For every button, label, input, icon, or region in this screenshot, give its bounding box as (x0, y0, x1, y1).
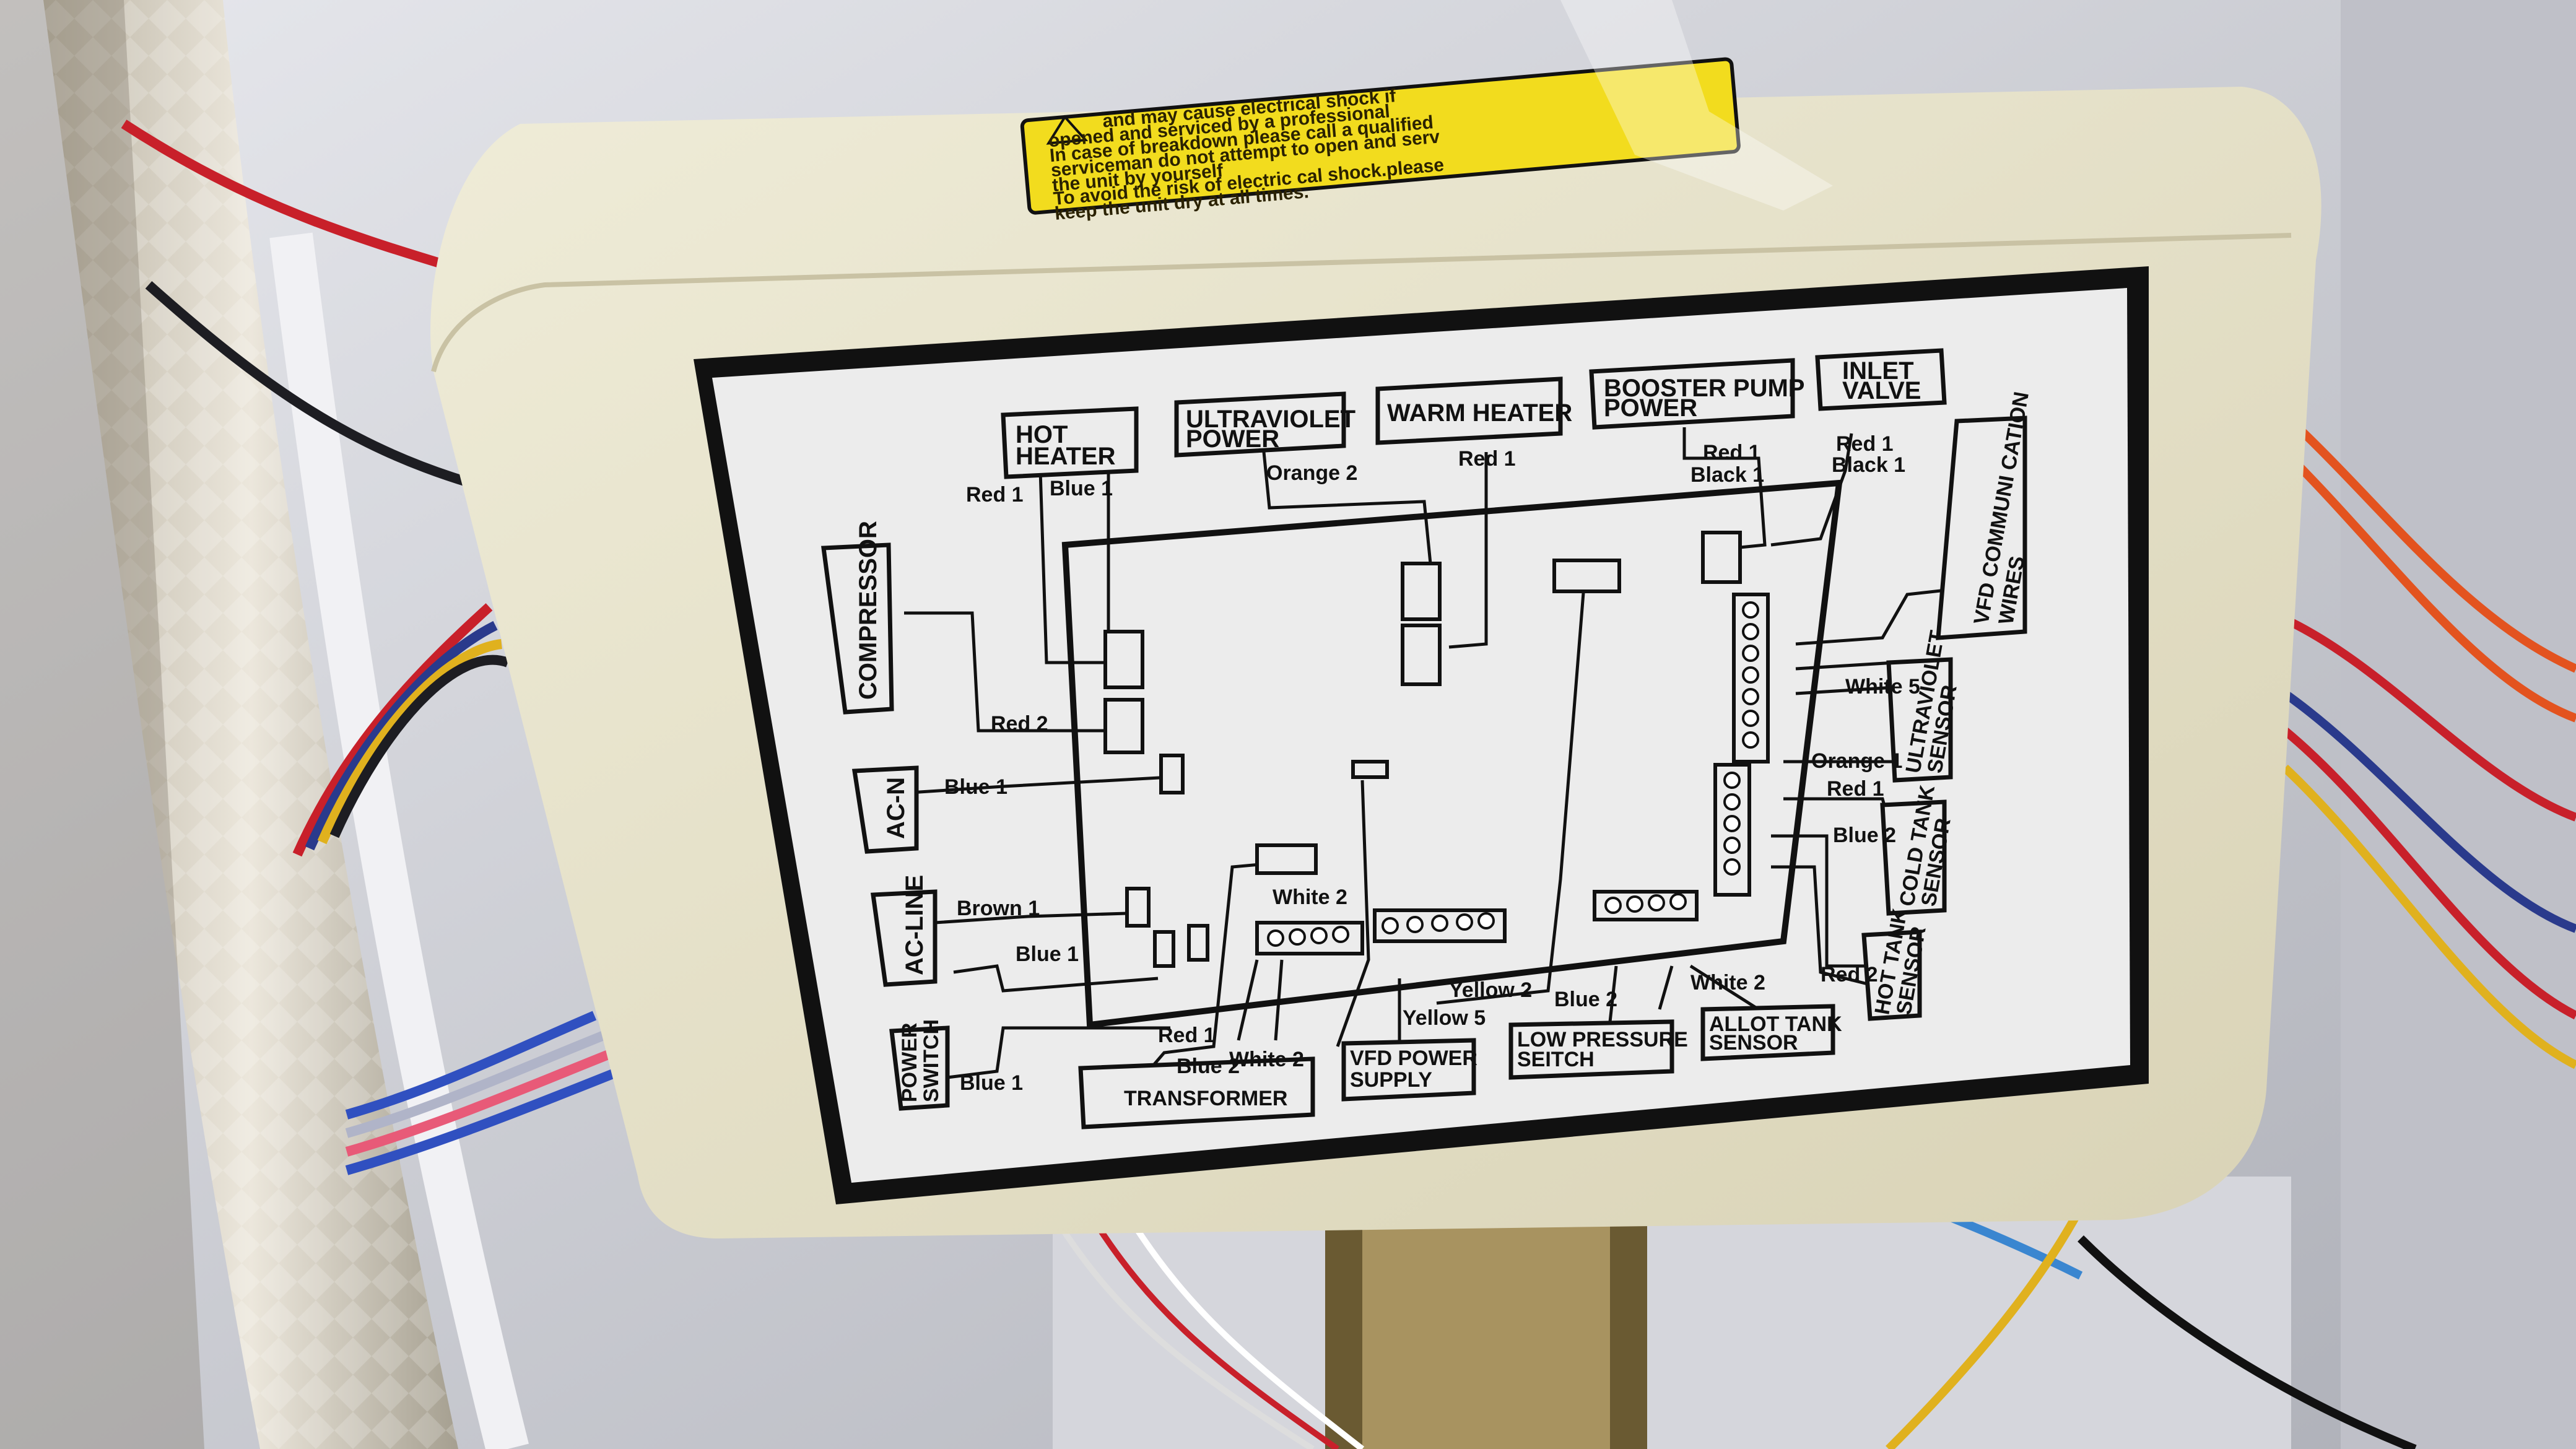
hot-heater-label-2: HEATER (1016, 443, 1116, 470)
warm-heater-label: WARM HEATER (1387, 399, 1572, 427)
wire-tr-white: White 2 (1229, 1048, 1304, 1071)
control-board-outline (1061, 479, 1843, 1029)
booster-pump-label: BOOSTER PUMP (1604, 375, 1804, 402)
wire-acline-blue: Blue 1 (1016, 942, 1079, 966)
transformer-label: TRANSFORMER (1124, 1087, 1287, 1110)
wiring-diagram-sticker: HOT HEATER ULTRAVIOLET POWER WARM HEATER… (694, 266, 2149, 1204)
wire-lp-blue: Blue 2 (1554, 988, 1617, 1011)
allot-tank-label-2: SENSOR (1709, 1031, 1798, 1055)
warning-triangle-icon (1046, 115, 1089, 145)
low-pressure-label: LOW PRESSURE (1517, 1028, 1688, 1051)
component-box-frames (821, 348, 2027, 1129)
inlet-valve-label: INLET (1842, 357, 1914, 385)
compressor-label: COMPRESSOR (855, 521, 882, 700)
wire-uv-orange: Orange 2 (1266, 461, 1357, 485)
right-panel-shadow (2341, 0, 2576, 1449)
white-pipe (269, 232, 529, 1449)
wire-comm-white: White 5 (1845, 675, 1920, 698)
corrugated-hose (0, 0, 458, 1449)
ultraviolet-power-label: ULTRAVIOLET (1186, 406, 1355, 433)
wire-mid-white: White 2 (1273, 886, 1347, 909)
diagram-wires (904, 427, 1964, 1097)
wire-booster-black: Black 1 (1690, 463, 1764, 487)
wire-booster-red: Red 1 (1703, 441, 1760, 464)
wire-hot-blue: Blue 1 (1050, 477, 1113, 500)
wire-compressor-red: Red 2 (991, 712, 1048, 736)
low-pressure-label-2: SEITCH (1517, 1048, 1595, 1071)
wire-vfd-yellow5: Yellow 5 (1403, 1006, 1486, 1030)
wire-uv-red1: Red 1 (1827, 777, 1884, 801)
wire-tr-blue: Blue 2 (1177, 1055, 1240, 1078)
wire-inlet-black: Black 1 (1832, 453, 1905, 477)
wire-hot-red2: Red 2 (1821, 963, 1878, 986)
vfd-power-label: VFD POWER (1350, 1046, 1477, 1070)
wire-tr-red: Red 1 (1158, 1024, 1216, 1047)
hot-heater-label: HOT (1016, 421, 1068, 448)
ac-line-label: AC-LINE (901, 875, 928, 975)
allot-tank-label: ALLOT TANK (1709, 1012, 1842, 1036)
power-switch-label-2: SWITCH (920, 1019, 943, 1102)
ac-n-label: AC-N (882, 777, 910, 839)
warning-label: and may cause electrical shock if opened… (1020, 57, 1741, 224)
wire-vfd-yellow2: Yellow 2 (1449, 978, 1532, 1002)
clear-tape (1560, 0, 1833, 211)
vfd-power-label-2: SUPPLY (1350, 1068, 1432, 1092)
wire-allot-white: White 2 (1690, 971, 1765, 994)
wire-acn-blue: Blue 1 (944, 775, 1007, 799)
wire-power-blue: Blue 1 (960, 1071, 1023, 1095)
wire-uv-orange1: Orange 1 (1811, 749, 1902, 773)
wire-cold-blue: Blue 2 (1833, 824, 1896, 847)
connector-pins (1267, 601, 1759, 947)
inlet-valve-label-2: VALVE (1842, 377, 1921, 404)
ultraviolet-power-label-2: POWER (1186, 425, 1279, 453)
left-wire-bundle (121, 120, 621, 1175)
wire-inlet-red: Red 1 (1836, 432, 1894, 456)
wire-warm-red: Red 1 (1458, 447, 1516, 471)
power-switch-label: POWER (898, 1023, 921, 1102)
booster-pump-label-2: POWER (1604, 394, 1697, 422)
wire-hot-red: Red 1 (966, 483, 1024, 507)
wire-acline-brown: Brown 1 (957, 897, 1040, 920)
